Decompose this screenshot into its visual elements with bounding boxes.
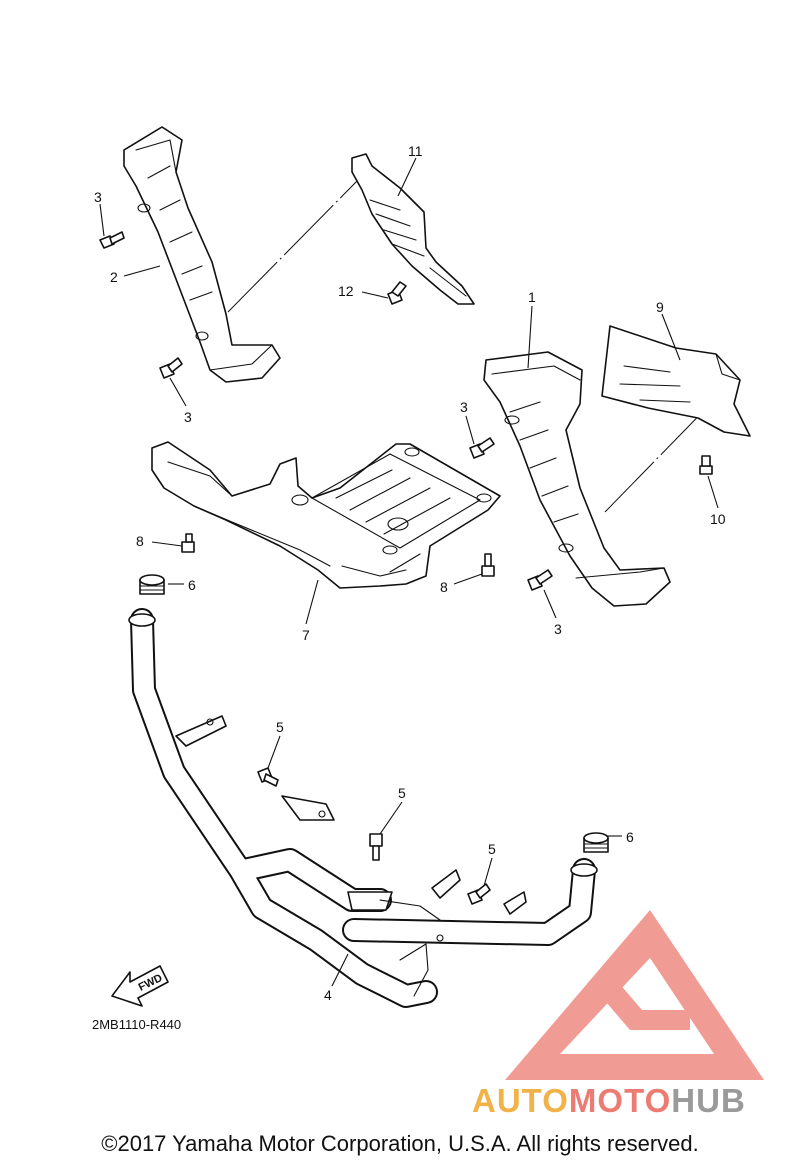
callout-9: 9 bbox=[656, 299, 664, 315]
bolt-5-upper bbox=[257, 767, 279, 787]
bolt-3-upper-left bbox=[99, 231, 125, 249]
watermark-text: AUTOMOTOHUB bbox=[472, 1082, 746, 1119]
callout-4: 4 bbox=[324, 987, 332, 1003]
callout-5-right: 5 bbox=[488, 841, 496, 857]
leader-4 bbox=[331, 953, 349, 987]
callout-12: 12 bbox=[338, 283, 354, 299]
callout-1: 1 bbox=[528, 289, 536, 305]
leader-8a bbox=[151, 541, 183, 547]
copyright-notice: ©2017 Yamaha Motor Corporation, U.S.A. A… bbox=[101, 1131, 699, 1156]
callout-8-left: 8 bbox=[136, 533, 144, 549]
tube-plug-left bbox=[139, 574, 165, 595]
callout-8-right: 8 bbox=[440, 579, 448, 595]
leader-5b bbox=[379, 801, 403, 835]
leader-5c bbox=[483, 857, 493, 887]
callout-3-lower-right: 3 bbox=[554, 621, 562, 637]
leader-3c bbox=[465, 415, 475, 445]
bolt-12 bbox=[387, 281, 407, 305]
front-bumper bbox=[128, 608, 598, 1008]
callout-5-upper: 5 bbox=[276, 719, 284, 735]
leader-1 bbox=[527, 305, 533, 369]
callout-10: 10 bbox=[710, 511, 726, 527]
tube-plug-right bbox=[583, 832, 609, 853]
bolt-5-right bbox=[467, 883, 491, 905]
leader-7 bbox=[305, 579, 319, 625]
callout-6-right: 6 bbox=[626, 829, 634, 845]
callout-6-left: 6 bbox=[188, 577, 196, 593]
callout-3-upper-left: 3 bbox=[94, 189, 102, 205]
leader-3b bbox=[169, 377, 187, 407]
leader-2 bbox=[123, 265, 161, 277]
diagram-code: 2MB1110-R440 bbox=[92, 1017, 181, 1032]
leader-5a bbox=[267, 735, 281, 769]
callout-3-lower-left: 3 bbox=[184, 409, 192, 425]
leader-11 bbox=[397, 157, 417, 197]
leader-8b bbox=[453, 573, 483, 585]
bolt-3-upper-right bbox=[469, 437, 495, 459]
bolt-3-lower-right bbox=[527, 569, 553, 591]
fwd-arrow-icon: FWD bbox=[111, 965, 169, 1007]
svg-text:AUTOMOTOHUB: AUTOMOTOHUB bbox=[472, 1082, 746, 1119]
callout-7: 7 bbox=[302, 627, 310, 643]
bolt-5-middle bbox=[369, 833, 383, 861]
main-skid-plate bbox=[151, 441, 501, 589]
callout-2: 2 bbox=[110, 269, 118, 285]
left-side-guard bbox=[123, 126, 281, 383]
callout-11: 11 bbox=[408, 143, 423, 159]
right-side-guard bbox=[483, 351, 671, 607]
leader-3a bbox=[99, 203, 105, 237]
bolt-8-left bbox=[181, 533, 195, 553]
callout-5-middle: 5 bbox=[398, 785, 406, 801]
callout-3-upper-right: 3 bbox=[460, 399, 468, 415]
bolt-8-right bbox=[481, 553, 495, 577]
bolt-10 bbox=[699, 455, 713, 475]
bolt-3-lower-left bbox=[159, 357, 183, 379]
reference-line-2-11 bbox=[227, 177, 361, 313]
leader-12 bbox=[361, 291, 389, 299]
leader-9 bbox=[661, 313, 681, 361]
leader-3d bbox=[543, 589, 557, 619]
left-skid-plate bbox=[351, 153, 475, 305]
right-skid-plate bbox=[601, 325, 751, 437]
leader-10 bbox=[707, 475, 719, 509]
watermark-logo bbox=[505, 910, 764, 1080]
